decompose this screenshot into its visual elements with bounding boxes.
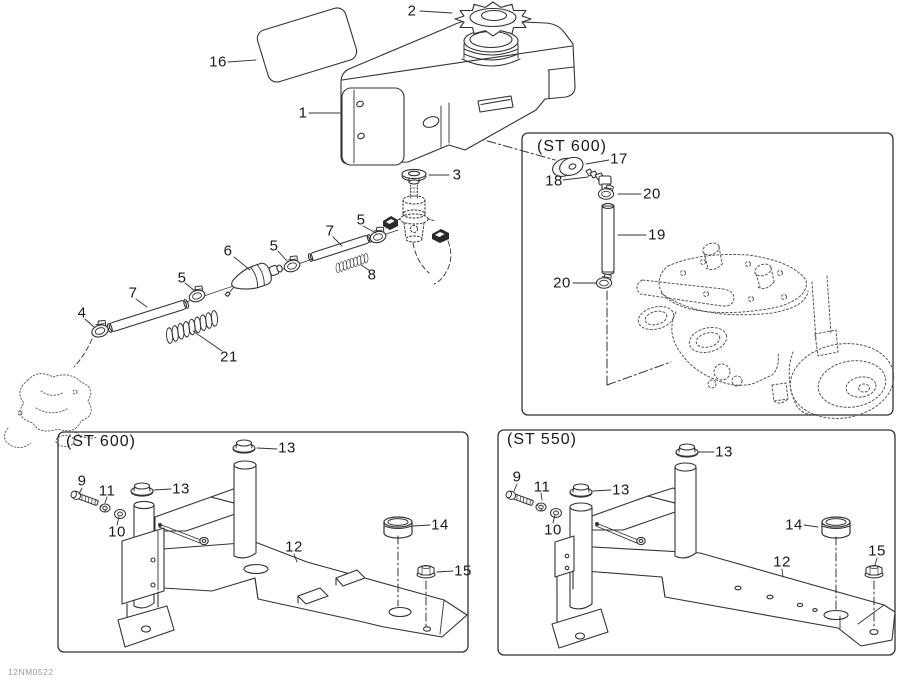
clamp-5-right — [367, 225, 388, 245]
clamp-4 — [88, 318, 111, 340]
st550-mount-box — [497, 429, 896, 656]
frame-bracket-st600 — [117, 527, 175, 648]
lockwasher-11-st550 — [535, 502, 547, 512]
document-code: 12NM0522 — [8, 667, 54, 677]
oil-tank — [340, 19, 576, 166]
mount-tube-right-st600 — [233, 460, 257, 559]
section-title-st550-mount: (ST 550) — [507, 431, 577, 448]
routing-dash-3 — [73, 338, 93, 368]
spring-21 — [161, 309, 223, 345]
tank-outlet-hole — [422, 116, 440, 128]
leader-lines — [78, 10, 878, 578]
cap-13-top-st600 — [232, 439, 256, 454]
tank-bracket — [341, 87, 405, 166]
frame-rod-st600 — [158, 523, 209, 546]
grommet-17 — [552, 156, 584, 177]
bolt-9-st600 — [69, 489, 100, 508]
engine-sketch — [636, 242, 895, 419]
routing-dash-1 — [412, 242, 430, 274]
st600-hose-box-border — [521, 132, 894, 416]
oil-hose-upper — [307, 234, 373, 262]
frame-bracket-st550 — [551, 535, 609, 649]
cap-13-left-st600 — [130, 482, 154, 497]
nut-15-st600 — [416, 564, 436, 579]
ref-lines-st600-mount — [397, 535, 427, 628]
st600-mount-box — [57, 431, 469, 653]
clamp-20-lower — [595, 273, 613, 289]
cap-13-left-st550 — [569, 483, 593, 498]
pump-sketch — [4, 373, 98, 449]
routing-dash-2 — [433, 240, 452, 285]
flow-arrows — [383, 216, 449, 243]
washer-10-st550 — [549, 507, 563, 519]
washer-10-st600 — [113, 508, 127, 520]
hose-19 — [601, 203, 615, 275]
clamp-5-mid — [280, 253, 302, 275]
grommet-14-st550 — [821, 516, 851, 539]
cap-13-top-st550 — [675, 443, 699, 458]
check-valve-6 — [218, 256, 287, 300]
frame-rod-st550 — [595, 522, 646, 546]
st600-hose-box — [521, 132, 895, 419]
oil-valve-sketch — [392, 195, 436, 243]
ref-line-hose-to-engine — [606, 290, 672, 386]
spring-8 — [332, 252, 372, 274]
ref-lines-st550-mount — [835, 536, 875, 629]
bolt-9-st550 — [504, 489, 535, 508]
section-title-st600-hose: (ST 600) — [537, 138, 607, 155]
st550-mount-box-border — [497, 429, 896, 656]
decal — [256, 7, 358, 83]
lockwasher-11-st600 — [99, 503, 111, 513]
st600-mount-box-border — [57, 431, 469, 653]
grommet-filter — [401, 168, 427, 199]
nut-15-st550 — [864, 564, 884, 579]
frame-12-st550 — [557, 544, 896, 647]
section-title-st600-mount: (ST 600) — [66, 433, 136, 450]
mount-tube-right-st550 — [674, 462, 697, 559]
hose-assembly — [88, 225, 388, 345]
grommet-14-st600 — [383, 516, 413, 539]
filler-cap — [454, 1, 532, 37]
frame-12-st600 — [162, 541, 468, 638]
